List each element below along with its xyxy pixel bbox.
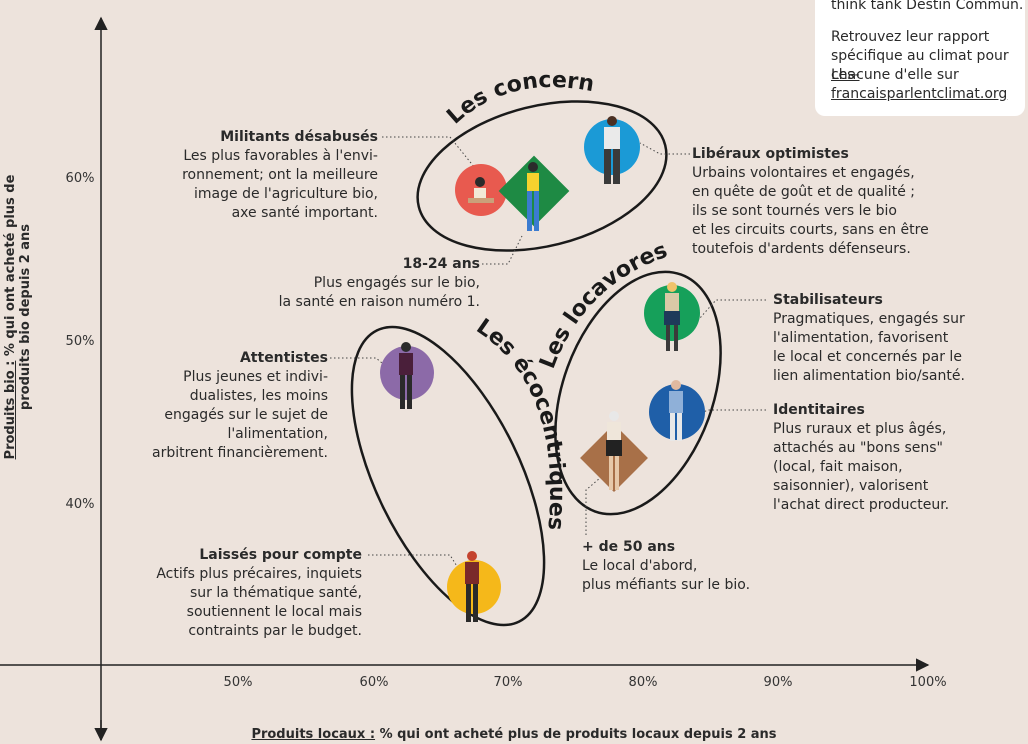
annotation-title: Attentistes [239,350,328,366]
y-tick: 40% [66,497,95,512]
annotation-laisses: Laissés pour compte Actifs plus précaire… [156,546,362,641]
annotation-title: Laissés pour compte [199,547,362,563]
annotation-title: 18-24 ans [402,256,480,272]
annotation-title: Stabilisateurs [773,292,883,308]
x-tick: 60% [360,675,389,690]
x-tick: 80% [629,675,658,690]
info-line-2: Retrouvez leur rapport spécifique au cli… [831,29,1009,83]
annotation-title: Identitaires [773,402,865,418]
annotation-desc: Plus engagés sur le bio, la santé en rai… [278,275,480,310]
info-box: think tank Destin Commun. Retrouvez leur… [815,0,1025,116]
x-tick: 100% [909,675,946,690]
y-tick: 50% [66,334,95,349]
x-axis-title: Produits locaux : % qui ont acheté plus … [0,727,1028,742]
group-ellipse-concernes [416,100,668,252]
leader-laisses [368,554,459,569]
group-ellipse-locavores [554,270,722,516]
y-axis-title-prefix: Produits bio : [3,360,18,460]
y-axis-title: Produits bio : % qui ont acheté plus de … [3,147,33,487]
info-link[interactable]: Les- francaisparlentclimat.org [831,67,1008,102]
annotation-title: Libéraux optimistes [692,146,849,162]
x-tick: 90% [764,675,793,690]
leader-attentistes [330,357,389,369]
x-tick: 50% [224,675,253,690]
leader-stabilisateurs [699,299,766,319]
annotation-desc: Les plus favorables à l'envi- ronnement;… [182,148,378,221]
annotation-attentistes: Attentistes Plus jeunes et indivi- duali… [152,349,328,463]
annotation-identitaires: Identitaires Plus ruraux et plus âgés, a… [773,401,949,515]
annotation-desc: Plus jeunes et indivi- dualistes, les mo… [152,369,328,461]
annotation-desc: Urbains volontaires et engagés, en quête… [692,165,929,257]
leader-jeunes [482,235,523,265]
annotation-seniors: + de 50 ans Le local d'abord, plus méfia… [582,538,750,595]
annotation-title: + de 50 ans [582,539,676,555]
annotation-desc: Actifs plus précaires, inquiets sur la t… [156,566,362,639]
person-figures [399,116,683,622]
annotation-stabilisateurs: Stabilisateurs Pragmatiques, engagés sur… [773,291,965,386]
group-ellipse-ecocentriques [350,325,546,627]
info-line-1: think tank Destin Commun. [831,0,1024,13]
annotation-desc: Pragmatiques, engagés sur l'alimentation… [773,311,965,384]
leader-militants [382,136,476,169]
x-axis-title-rest: % qui ont acheté plus de produits locaux… [375,727,777,742]
persona-seniors-diamond [580,424,648,492]
annotation-liberaux: Libéraux optimistes Urbains volontaires … [692,145,929,259]
annotation-jeunes: 18-24 ans Plus engagés sur le bio, la sa… [279,255,480,312]
annotation-title: Militants désabusés [220,129,378,145]
annotation-desc: Le local d'abord, plus méfiants sur le b… [582,558,751,593]
annotation-desc: Plus ruraux et plus âgés, attachés au "b… [773,421,950,513]
y-tick: 60% [66,171,95,186]
x-tick: 70% [494,675,523,690]
annotation-militants: Militants désabusés Les plus favorables … [182,128,378,223]
leader-seniors [585,477,601,535]
group-label-concernes: Les concernés [0,0,596,129]
x-axis-title-prefix: Produits locaux : [251,727,376,742]
leader-liberaux [639,142,690,155]
